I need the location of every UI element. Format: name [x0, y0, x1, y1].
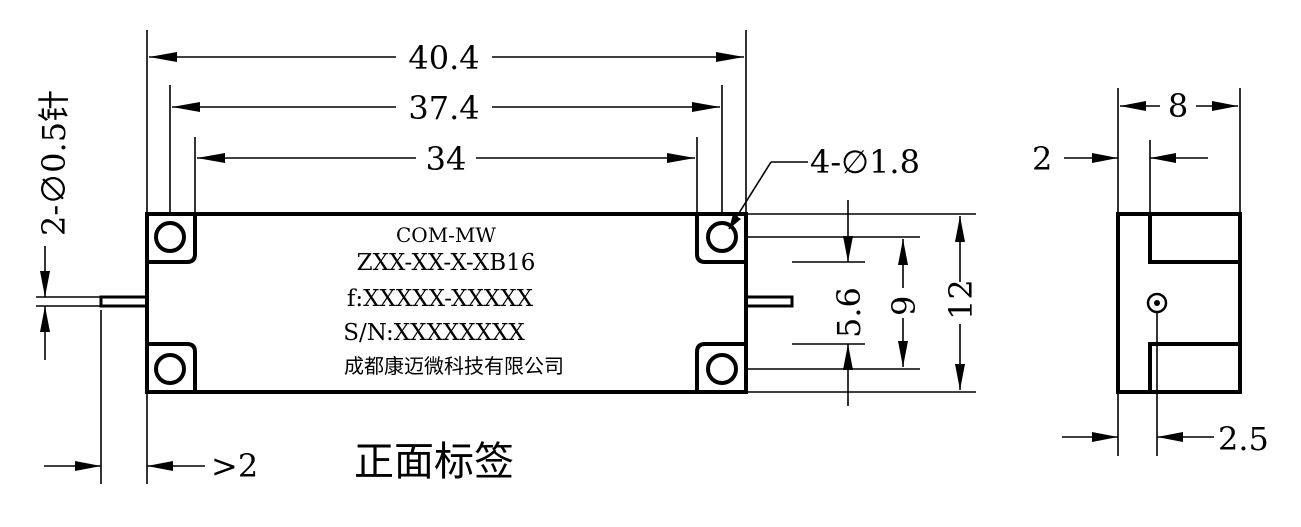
label-line-3: f:XXXXX-XXXXX	[347, 286, 534, 312]
dim-overall-height: 12	[942, 216, 980, 390]
dim-mount-hole-spacing: 37.4	[169, 85, 723, 214]
side-body	[1116, 212, 1242, 394]
dim-label: 4-∅1.8	[810, 143, 920, 181]
dim-mount-hole-vertical: 9	[885, 239, 923, 367]
dim-label: 12	[942, 279, 980, 320]
mount-hole	[706, 221, 738, 253]
dim-side-depth: 8	[1117, 87, 1241, 214]
front-view: COM-MW ZXX-XX-X-XB16 f:XXXXX-XXXXX S/N:X…	[99, 212, 794, 394]
side-view	[1116, 212, 1242, 394]
mount-ear-bottom-left	[147, 342, 197, 394]
pin-right	[744, 295, 794, 308]
dim-label: 34	[426, 140, 467, 178]
pin-left	[99, 295, 149, 308]
dim-label: 2-∅0.5针	[35, 90, 73, 236]
dim-label: 2	[1032, 140, 1052, 178]
dim-body-inner-span: 34	[194, 137, 698, 214]
side-step-bottom	[1148, 342, 1240, 392]
mount-hole	[154, 353, 186, 385]
side-step-top	[1148, 214, 1240, 264]
side-pin-center	[1154, 300, 1160, 306]
mount-ear-top-right	[695, 212, 746, 264]
dim-mount-holes: 4-∅1.8	[728, 143, 920, 230]
label-line-2: ZXX-XX-X-XB16	[357, 250, 536, 276]
mount-ear-top-left	[147, 212, 197, 264]
dim-pin-extension: >2	[44, 310, 258, 485]
dim-label: 8	[1168, 87, 1188, 125]
dim-pins: 2-∅0.5针	[35, 90, 101, 360]
dim-label: 9	[885, 296, 923, 316]
dim-side-pin-offset: 2.5	[1062, 312, 1269, 458]
dim-pin-offset-height: 5.6	[830, 200, 868, 406]
dim-label: 40.4	[408, 39, 479, 77]
dim-label: 2.5	[1218, 420, 1269, 458]
label-line-4: S/N:XXXXXXXX	[343, 320, 525, 346]
caption: 正面标签	[354, 439, 514, 485]
dim-label: 37.4	[408, 89, 479, 127]
label-line-1: COM-MW	[396, 223, 496, 247]
dim-vertical-right: 5.6 9 12	[746, 200, 980, 406]
label-line-5: 成都康迈微科技有限公司	[344, 354, 564, 378]
mount-hole	[154, 221, 186, 253]
mount-ear-bottom-right	[695, 342, 746, 394]
dim-label: 5.6	[830, 287, 868, 338]
mount-hole	[706, 353, 738, 385]
dim-label: >2	[211, 447, 258, 485]
dim-overall-length: 40.4	[146, 30, 747, 214]
dim-side-step: 2	[1032, 140, 1208, 214]
